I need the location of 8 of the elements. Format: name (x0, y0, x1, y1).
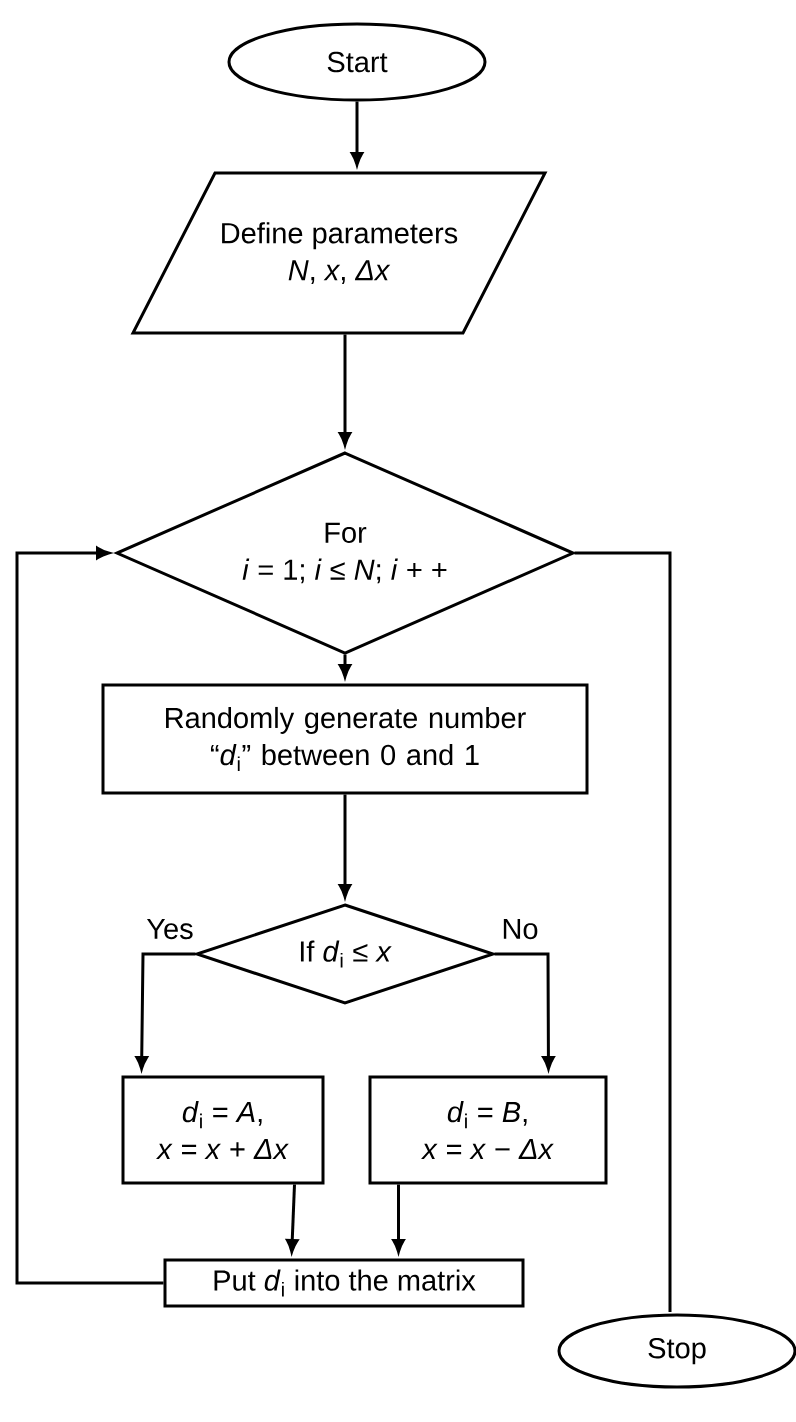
process-box: Randomly generate number “d$_{i}$” between 0 and 1 (101, 683, 589, 795)
edge-label: Yes (145, 917, 195, 941)
process-box: d$_{i}$ = B, x = x − Δx (368, 1075, 608, 1185)
process-box: d$_{i}$ = A, x = x + Δx (121, 1075, 325, 1185)
arrow (15, 546, 164, 1285)
edge-label: No (500, 917, 540, 941)
process-box: Put d$_{i}$ into the matrix (163, 1258, 525, 1308)
terminal-oval: Start (227, 22, 487, 102)
